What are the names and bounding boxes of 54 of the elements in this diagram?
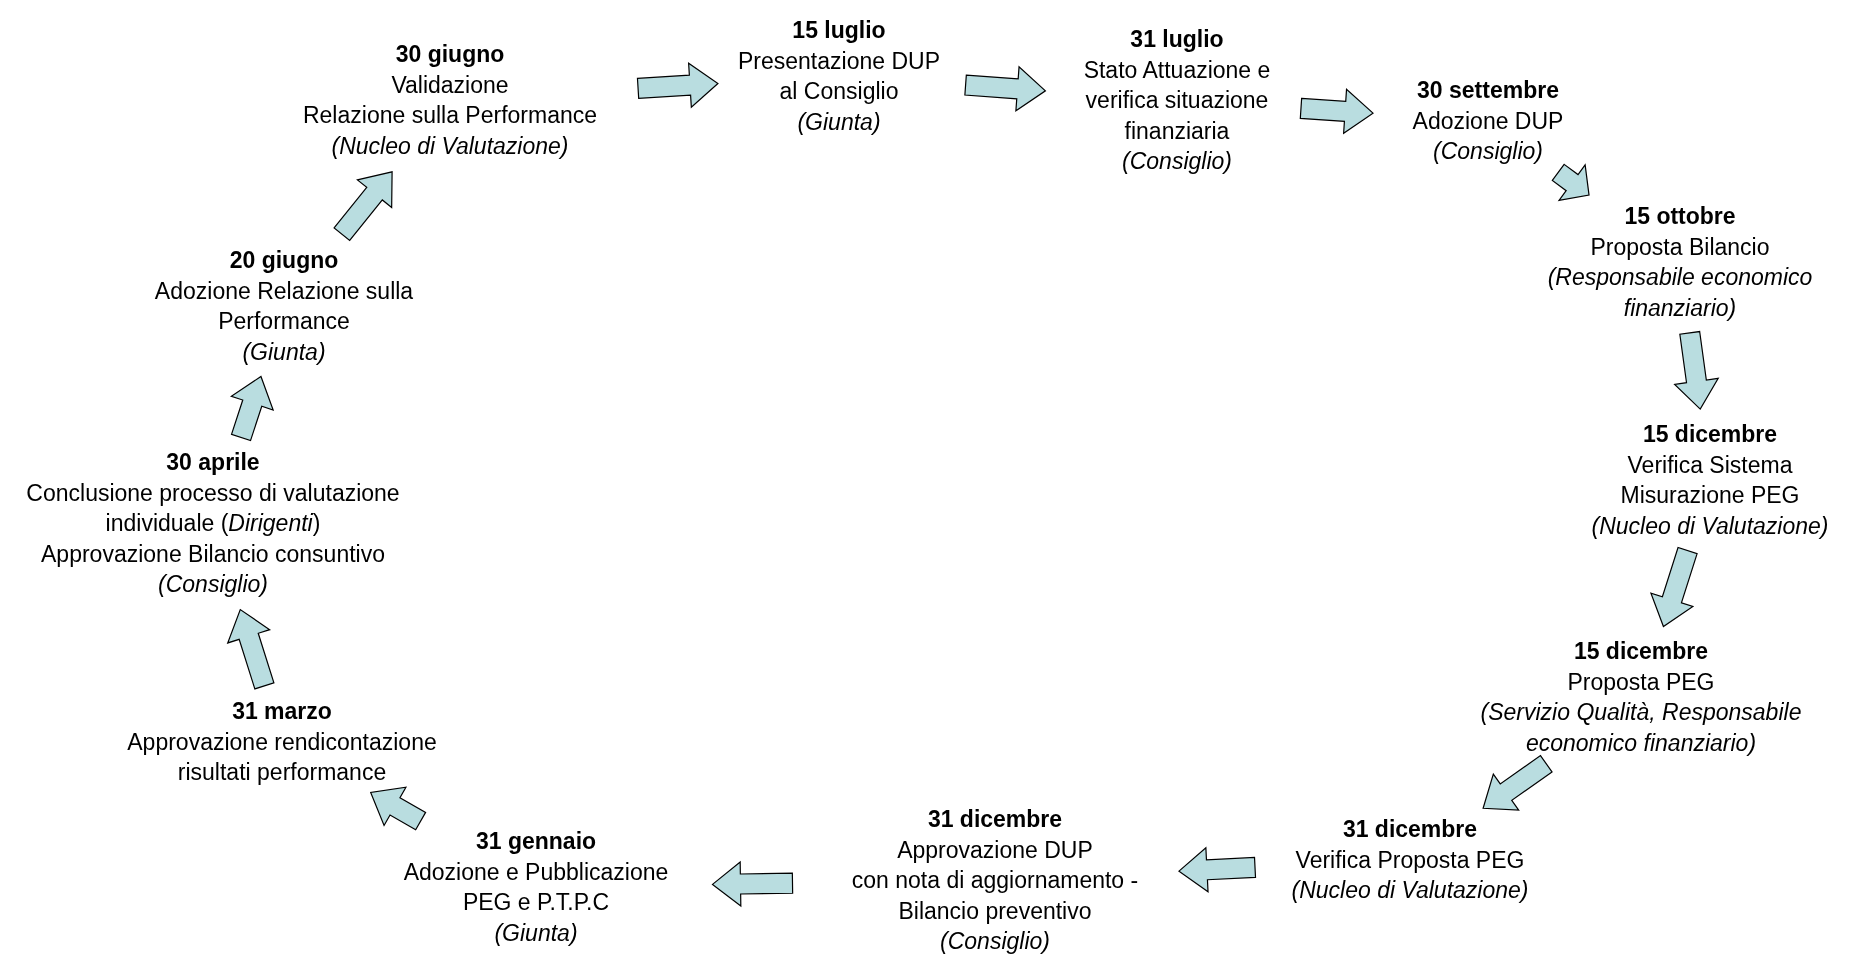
responsible-text: (Giunta) xyxy=(493,918,579,948)
date-label: 31 marzo xyxy=(231,697,333,726)
responsible-text: (Nucleo di Valutazione) xyxy=(330,131,570,161)
activity-text: Validazione xyxy=(390,70,510,100)
activity-text: Relazione sulla Performance xyxy=(301,101,598,130)
date-label: 15 dicembre xyxy=(1641,420,1779,449)
responsible-text: (Consiglio) xyxy=(1432,137,1544,166)
date-label: 31 dicembre xyxy=(926,805,1064,834)
block-arrow xyxy=(1551,163,1590,202)
block-arrow xyxy=(636,62,719,109)
date-label: 20 giugno xyxy=(228,246,340,275)
date-label: 15 luglio xyxy=(791,16,887,45)
activity-text: Proposta PEG xyxy=(1566,667,1716,697)
date-label: 31 dicembre xyxy=(1341,815,1479,844)
block-arrow xyxy=(226,608,275,690)
responsible-text: (Giunta) xyxy=(796,107,882,137)
date-label: 31 luglio xyxy=(1129,25,1225,54)
date-label: 30 giugno xyxy=(394,40,506,69)
block-arrow xyxy=(1649,546,1698,628)
activity-text: Adozione e Pubblicazione PEG e P.T.P.C xyxy=(402,857,670,917)
block-arrow xyxy=(964,65,1047,112)
activity-text: Verifica Sistema Misurazione PEG xyxy=(1619,450,1801,510)
activity-text: con nota di aggiornamento - Bilancio preventivo xyxy=(850,866,1140,926)
responsible-text: (Nucleo di Valutazione) xyxy=(1590,511,1830,541)
date-label: 30 settembre xyxy=(1416,76,1560,105)
block-arrow xyxy=(1299,88,1374,135)
block-arrow xyxy=(1482,754,1553,811)
activity-text: Approvazione Bilancio consuntivo xyxy=(40,539,386,569)
block-arrow xyxy=(369,786,427,831)
date-label: 15 dicembre xyxy=(1572,637,1710,666)
activity-text: Approvazione rendicontazione risultati performance xyxy=(126,727,438,787)
responsible-text: (Consiglio) xyxy=(157,570,269,599)
responsible-text: (Giunta) xyxy=(241,337,327,367)
date-label: 15 ottobre xyxy=(1623,202,1737,231)
block-arrow xyxy=(711,860,794,908)
responsible-text: (Consiglio) xyxy=(939,927,1051,956)
activity-text: Proposta Bilancio xyxy=(1589,232,1771,262)
activity-text: Presentazione DUP al Consiglio xyxy=(737,46,941,106)
activity-text: Verifica Proposta PEG xyxy=(1294,845,1526,875)
block-arrow xyxy=(230,375,275,442)
responsible-text: (Consiglio) xyxy=(1121,147,1233,176)
date-label: 31 gennaio xyxy=(474,827,598,856)
responsible-text: (Servizio Qualità, Responsabile economico finanziario) xyxy=(1479,698,1803,758)
activity-text: Adozione DUP xyxy=(1411,106,1565,136)
date-label: 30 aprile xyxy=(165,448,261,477)
block-arrow xyxy=(333,171,393,242)
activity-text: Approvazione DUP xyxy=(896,835,1094,865)
block-arrow xyxy=(1673,330,1720,411)
block-arrow xyxy=(1178,846,1257,893)
responsible-text: (Nucleo di Valutazione) xyxy=(1290,876,1530,905)
activity-text: Conclusione processo di valutazione individuale (Dirigenti) xyxy=(25,478,401,538)
responsible-text: (Responsabile economico finanziario) xyxy=(1546,263,1814,323)
activity-text: Adozione Relazione sulla Performance xyxy=(153,276,415,336)
activity-text: Stato Attuazione e verifica situazione finanziaria xyxy=(1082,55,1272,146)
